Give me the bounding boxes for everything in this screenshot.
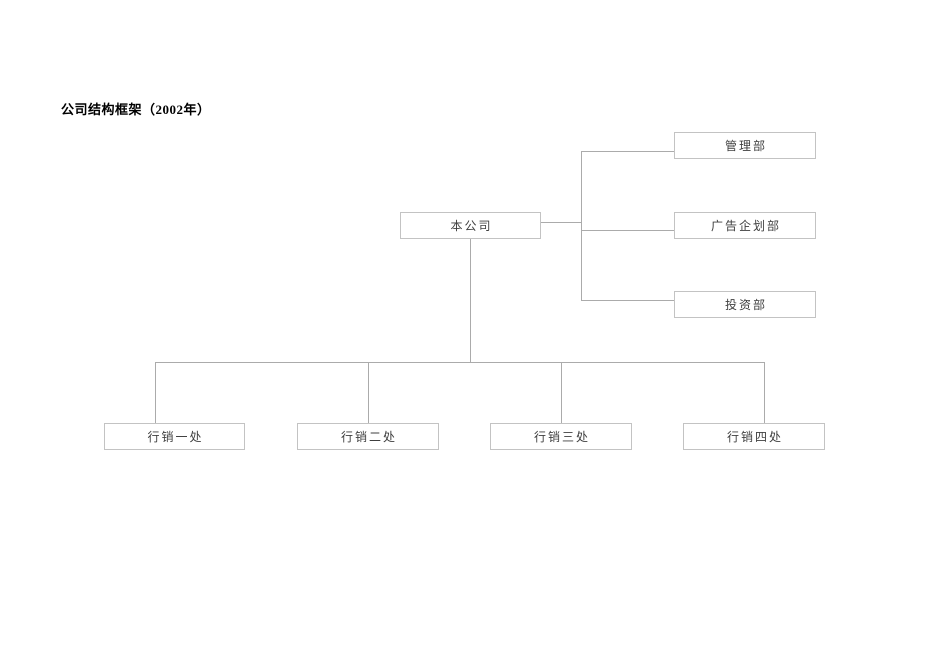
connector-root-to-right-spine <box>541 222 582 223</box>
connector-to-marketing-3 <box>561 362 562 423</box>
node-marketing-office-3[interactable]: 行销三处 <box>490 423 632 450</box>
node-company-root[interactable]: 本公司 <box>400 212 541 239</box>
node-company-root-label: 本公司 <box>450 219 493 233</box>
node-marketing-office-3-label: 行销三处 <box>533 430 590 444</box>
connector-to-marketing-1 <box>155 362 156 423</box>
connector-to-investment <box>581 300 674 301</box>
connector-right-spine <box>581 151 582 301</box>
node-management-dept-label: 管理部 <box>724 139 767 153</box>
node-advertising-planning-dept[interactable]: 广告企划部 <box>674 212 816 239</box>
node-marketing-office-2-label: 行销二处 <box>340 430 397 444</box>
node-marketing-office-4-label: 行销四处 <box>726 430 783 444</box>
connector-root-to-bottom-rail <box>470 239 471 362</box>
connector-to-marketing-2 <box>368 362 369 423</box>
connector-to-marketing-4 <box>764 362 765 423</box>
node-marketing-office-1-label: 行销一处 <box>147 430 204 444</box>
connector-to-management <box>581 151 674 152</box>
node-marketing-office-2[interactable]: 行销二处 <box>297 423 439 450</box>
node-investment-dept[interactable]: 投资部 <box>674 291 816 318</box>
diagram-title: 公司结构框架（2002年） <box>61 102 211 117</box>
node-advertising-planning-dept-label: 广告企划部 <box>710 219 781 233</box>
connector-bottom-rail <box>155 362 765 363</box>
connector-to-advertising <box>581 230 674 231</box>
node-marketing-office-4[interactable]: 行销四处 <box>683 423 825 450</box>
node-management-dept[interactable]: 管理部 <box>674 132 816 159</box>
node-investment-dept-label: 投资部 <box>724 298 767 312</box>
node-marketing-office-1[interactable]: 行销一处 <box>104 423 245 450</box>
